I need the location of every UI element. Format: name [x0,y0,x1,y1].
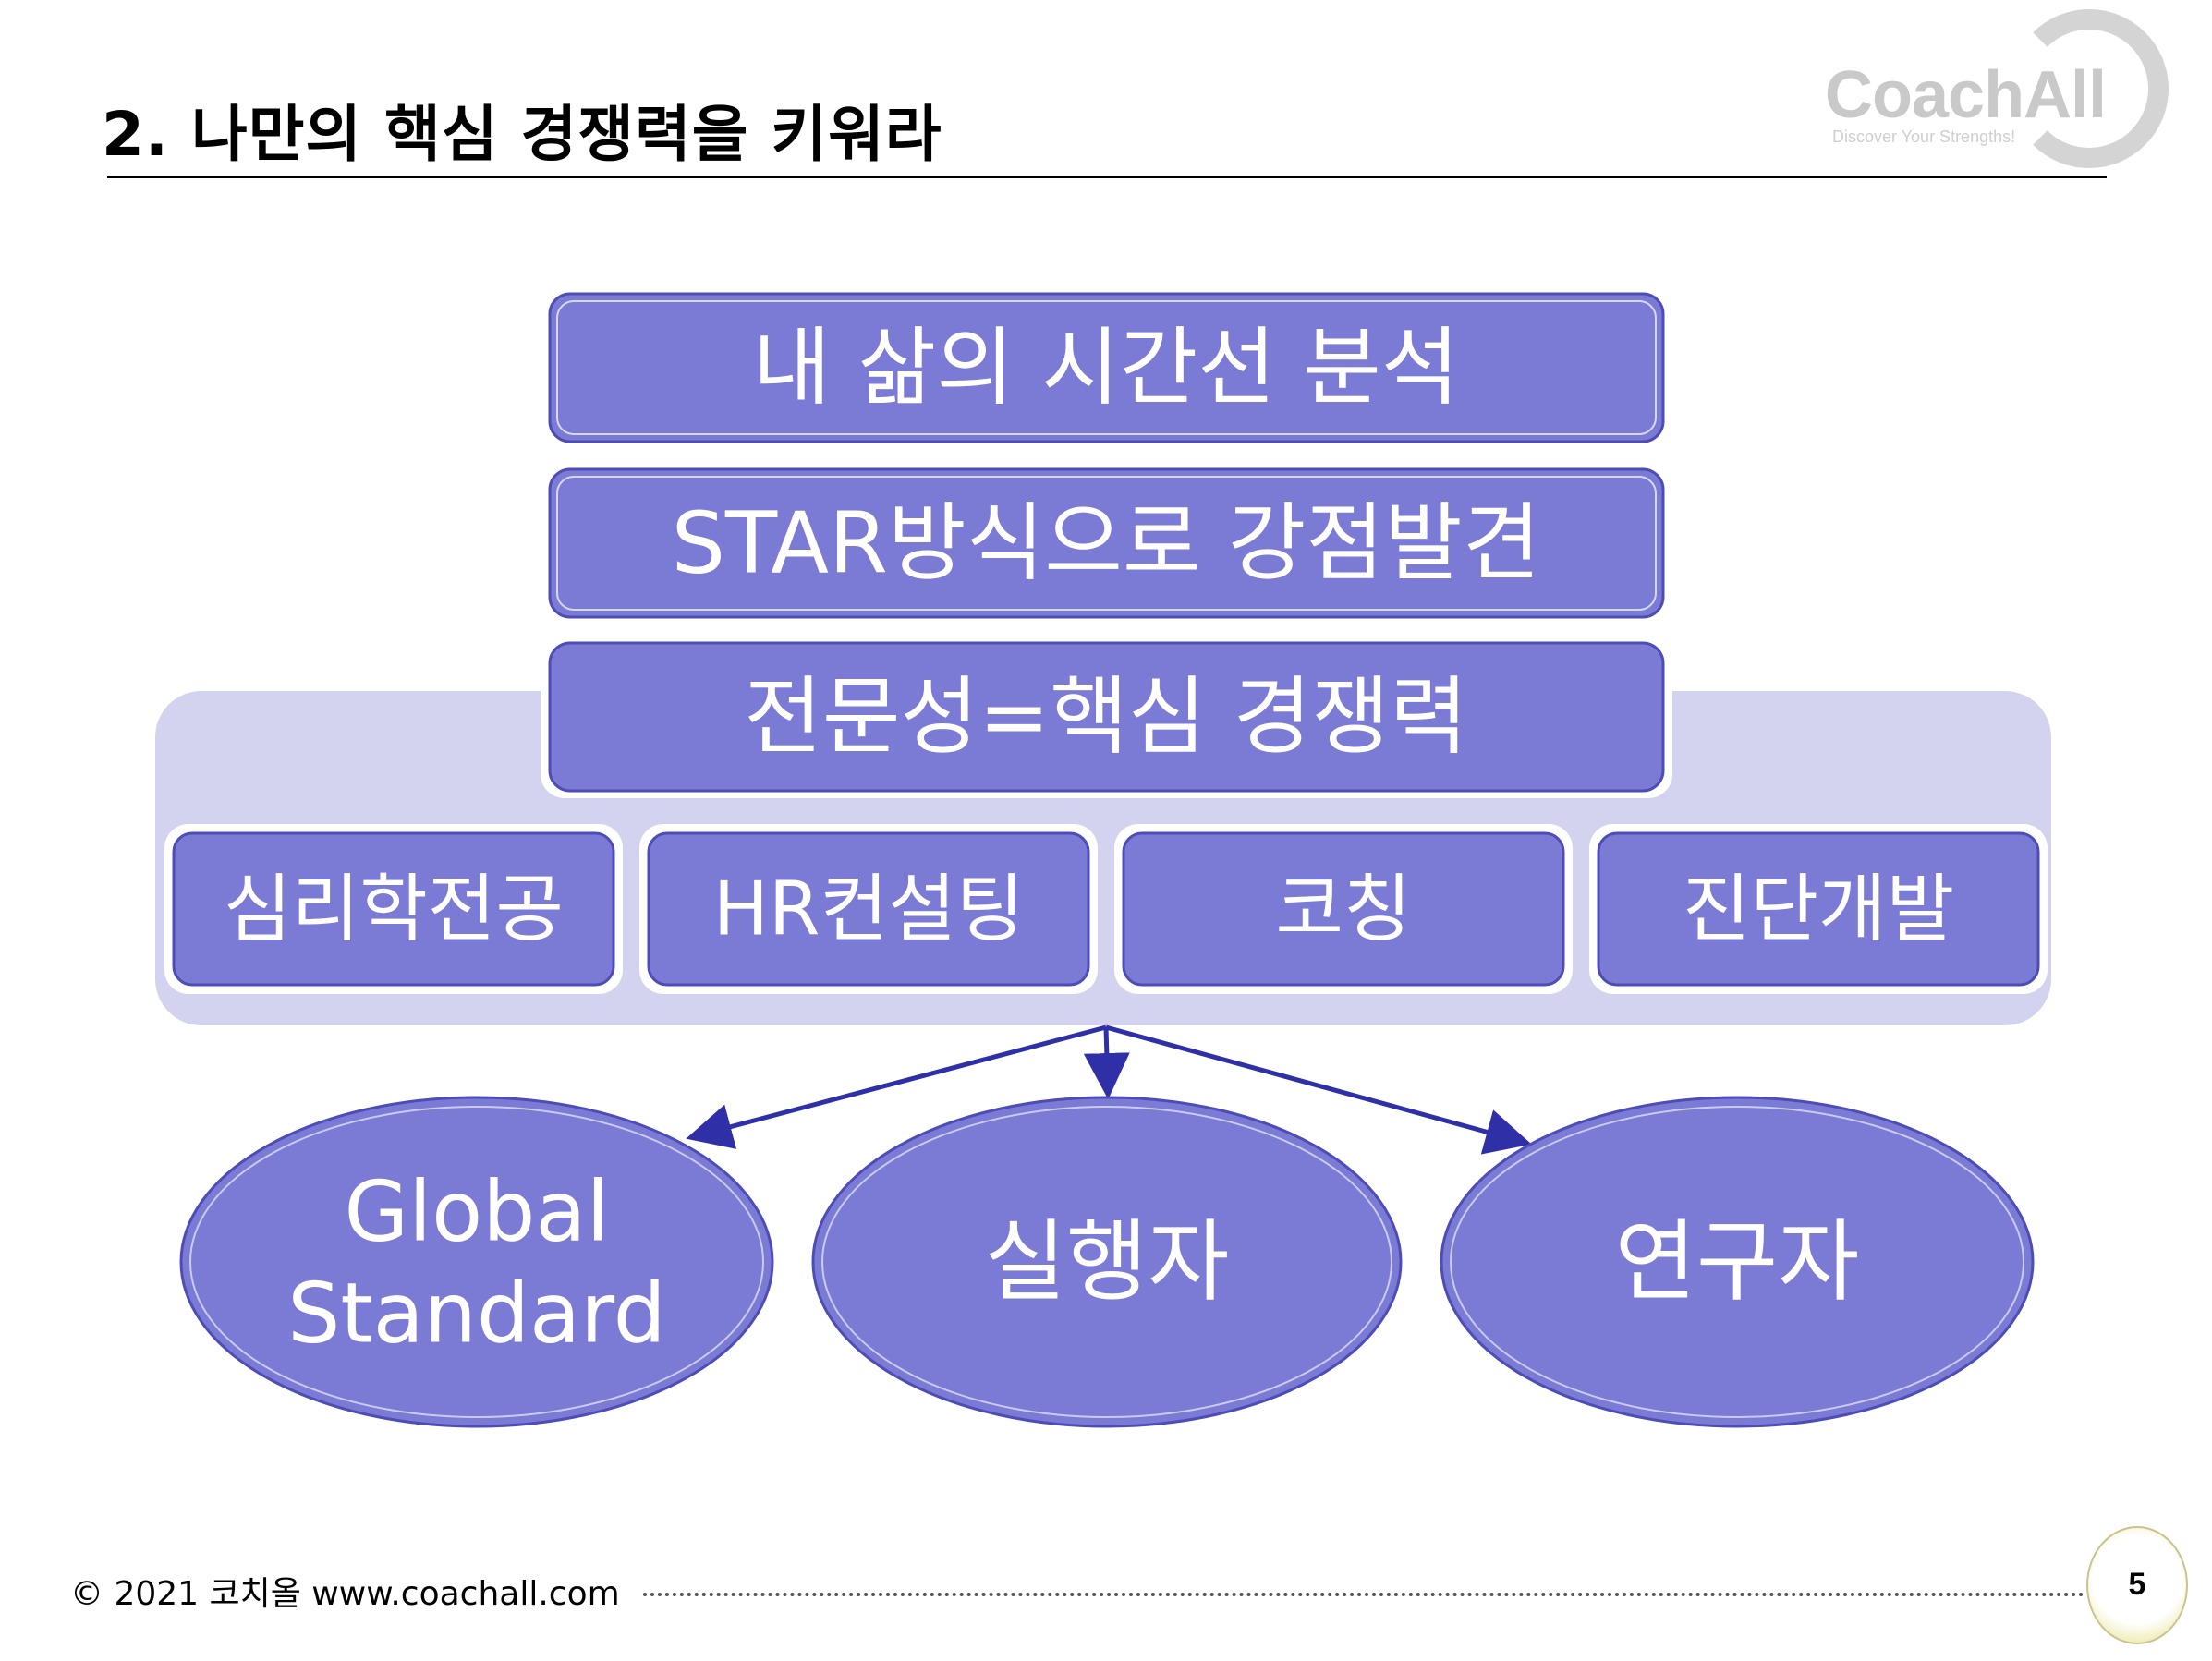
logo-tagline: Discover Your Strengths! [1832,127,2016,146]
page-number: 5 [2128,1567,2146,1602]
coachall-logo: CoachAll Discover Your Strengths! [1816,9,2204,176]
field-box-2: HR컨설팅 [639,824,1098,994]
stack-label-1: 내 삶의 시간선 분석 [753,319,1460,418]
stack-label-2: STAR방식으로 강점발견 [672,494,1541,593]
field-box-4: 진단개발 [1589,824,2048,994]
stack-box-1: 내 삶의 시간선 분석 [548,292,1665,443]
stack-label-3: 전문성=핵심 경쟁력 [744,668,1467,767]
logo-name: CoachAll [1825,58,2107,132]
footer-dotted-line [643,1593,2084,1596]
outcome-label-standard: Standard [287,1266,665,1363]
outcome-label-global: Global [344,1164,609,1261]
outcome-researcher: 연구자 [1440,1096,2035,1428]
arrow-to-researcher [1105,1024,1532,1155]
stack-box-3: 전문성=핵심 경쟁력 [541,636,1672,798]
field-box-3: 코칭 [1114,824,1573,994]
outcome-label-practitioner: 실행자 [985,1210,1230,1314]
arrow-to-global-standard [686,1024,1107,1149]
page-title: 2. 나만의 핵심 경쟁력을 키워라 [102,99,942,170]
outcome-global-standard: Global Standard [179,1096,774,1428]
footer-copyright: © 2021 코치올 www.coachall.com [70,1575,620,1613]
outcome-practitioner: 실행자 [811,1096,1403,1428]
field-box-1: 심리학전공 [164,824,623,994]
outcome-label-researcher: 연구자 [1615,1210,1860,1314]
stack-box-2: STAR방식으로 강점발견 [548,467,1665,619]
page-number-badge: 5 [2086,1526,2188,1644]
field-label-4: 진단개발 [1683,867,1954,952]
field-label-2: HR컨설팅 [713,867,1025,952]
field-label-3: 코칭 [1275,867,1411,952]
title-divider [107,176,2107,178]
field-label-1: 심리학전공 [224,867,564,952]
arrow-to-practitioner [1083,1026,1130,1099]
